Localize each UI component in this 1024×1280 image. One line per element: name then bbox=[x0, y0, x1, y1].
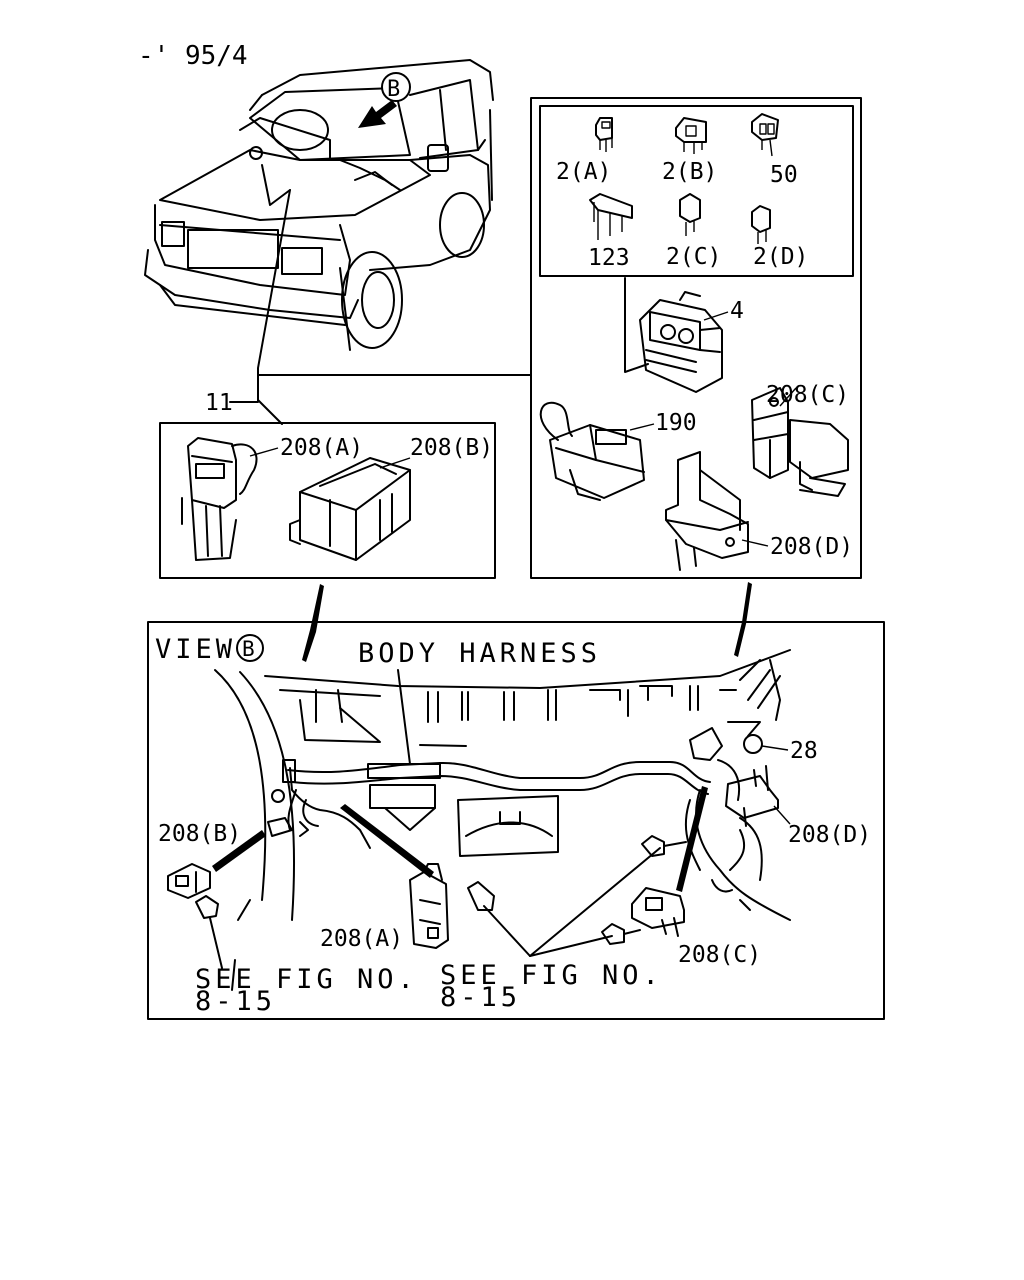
leader-190 bbox=[629, 423, 655, 431]
leader-208b-top bbox=[379, 457, 411, 469]
pointer-right bbox=[734, 582, 752, 657]
bracket-208b-icon bbox=[289, 457, 411, 561]
relay-block-4-icon bbox=[639, 291, 723, 393]
see-fig-left-line2: 8-15 bbox=[195, 986, 276, 1017]
part-123-label: 123 bbox=[588, 245, 630, 271]
part-208d-view-label: 208(D) bbox=[788, 822, 871, 848]
part-11-label: 11 bbox=[205, 390, 233, 416]
part-4-label: 4 bbox=[730, 298, 744, 324]
part-208c-view-label: 208(C) bbox=[678, 942, 761, 968]
relay-50-icon bbox=[751, 113, 779, 157]
relay-box-to-block-line bbox=[624, 277, 649, 373]
bolt-center-icon bbox=[467, 881, 531, 957]
leader-208d-top bbox=[741, 539, 769, 547]
part-208a-view-label: 208(A) bbox=[320, 926, 403, 952]
part-2b-label: 2(B) bbox=[662, 159, 717, 185]
see-fig-left-line1: SEE FIG NO. bbox=[195, 964, 418, 995]
leader-4 bbox=[703, 311, 729, 321]
callout-b-arrow: B bbox=[358, 72, 411, 128]
see-fig-center-line1: SEE FIG NO. bbox=[440, 960, 663, 991]
header-code: -' 95/4 bbox=[138, 41, 248, 71]
leader-208c-top bbox=[779, 387, 797, 407]
part-190-label: 190 bbox=[655, 410, 697, 436]
bolt-left-icon bbox=[195, 895, 223, 969]
relay-parts-box: 2(A) 2(B) 50 123 2(C) 2(D) bbox=[530, 97, 862, 579]
leader-11 bbox=[229, 374, 531, 403]
connector-190-icon bbox=[539, 401, 645, 501]
relay-2c-icon bbox=[679, 193, 701, 236]
view-b-circle-label: B bbox=[242, 637, 255, 661]
part-50-label: 50 bbox=[770, 162, 798, 188]
view-b-box: VIEW B BODY HARNESS bbox=[147, 621, 885, 1020]
relay-2a-icon bbox=[595, 117, 613, 152]
part-208d-top-label: 208(D) bbox=[770, 534, 853, 560]
part-2c-label: 2(C) bbox=[666, 244, 721, 270]
callout-b-label: B bbox=[387, 77, 400, 102]
part-208b-view-label: 208(B) bbox=[158, 821, 241, 847]
bolt-right-upper-icon bbox=[641, 835, 687, 857]
vehicle-illustration bbox=[144, 59, 494, 351]
arrow-208c bbox=[676, 786, 708, 892]
leader-208d-view bbox=[773, 805, 791, 825]
part-123-icon bbox=[589, 193, 633, 240]
arrow-208b bbox=[212, 830, 266, 872]
bolt-right-lower-icon bbox=[601, 923, 641, 945]
leader-208a-top bbox=[249, 447, 279, 457]
bracket-208d-icon bbox=[665, 451, 749, 571]
relay-2b-icon bbox=[675, 117, 707, 154]
relay-2d-icon bbox=[751, 205, 771, 244]
part-208b-top-label: 208(B) bbox=[410, 435, 493, 461]
part-208a-top-label: 208(A) bbox=[280, 435, 363, 461]
see-fig-center-line2: 8-15 bbox=[440, 982, 521, 1013]
body-harness-label: BODY HARNESS bbox=[358, 638, 601, 669]
arrow-208a bbox=[340, 804, 434, 878]
bracket-208a-icon bbox=[181, 437, 258, 561]
part-2d-label: 2(D) bbox=[753, 244, 808, 270]
bracket-208c-icon bbox=[751, 387, 849, 497]
brackets-box: 208(A) 208(B) bbox=[159, 422, 496, 579]
harness-leader-line bbox=[257, 189, 291, 425]
view-label: VIEW bbox=[155, 634, 236, 665]
part-2a-label: 2(A) bbox=[556, 159, 611, 185]
leader-28 bbox=[761, 745, 789, 751]
part-208c-top-label: 208(C) bbox=[766, 382, 849, 408]
part-28-label: 28 bbox=[790, 738, 818, 764]
